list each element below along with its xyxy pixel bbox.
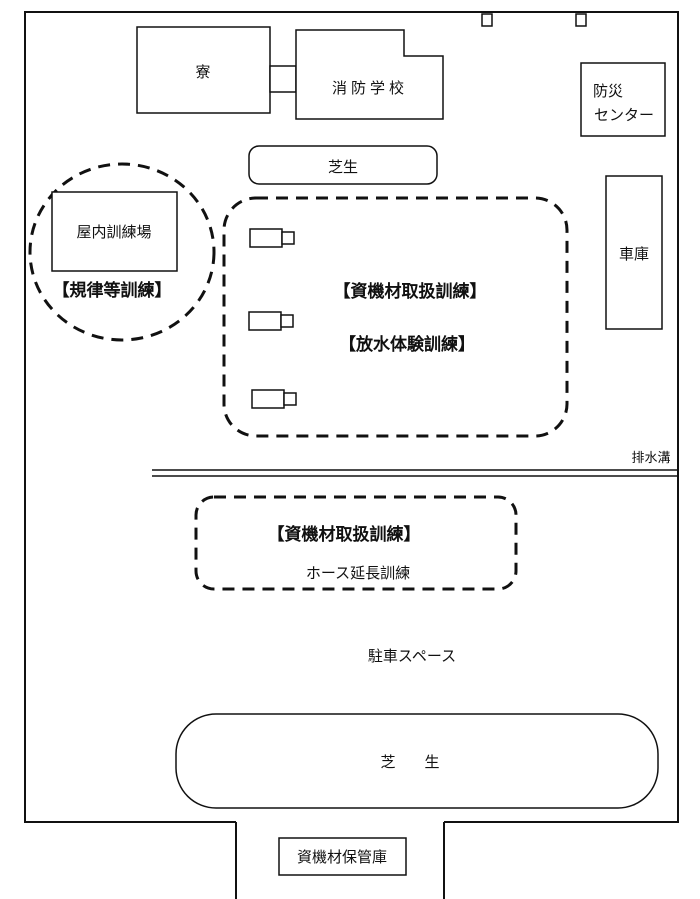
disaster-center-label-1: 防災 — [593, 82, 623, 100]
equipment-handling-label-lower: 【資機材取扱訓練】 — [268, 524, 421, 545]
corner-marker-right — [575, 13, 587, 27]
discipline-training-zone — [28, 162, 216, 342]
hose-extension-label: ホース延長訓練 — [306, 564, 410, 582]
site-boundary — [24, 11, 679, 823]
disaster-center-building — [580, 62, 666, 137]
lower-lawn-label-1: 芝 — [380, 753, 395, 771]
water-discharge-label: 【放水体験訓練】 — [339, 334, 475, 355]
lower-lawn-label-2: 生 — [424, 753, 439, 771]
drainage-ditch-label: 排水溝 — [631, 451, 670, 466]
garage-building — [605, 175, 663, 330]
fire-school-building — [295, 29, 444, 120]
upper-training-zone — [222, 196, 569, 438]
equipment-storage-building — [278, 837, 407, 876]
indoor-training-hall-label: 屋内訓練場 — [76, 223, 151, 241]
connector-corridor — [269, 65, 297, 93]
parking-space-label: 駐車スペース — [368, 647, 456, 665]
nozzle-symbol-3 — [251, 389, 297, 409]
dormitory-label: 寮 — [195, 63, 210, 81]
nozzle-symbol-2 — [248, 311, 294, 331]
dormitory-building — [136, 26, 271, 114]
discipline-training-label: 【規律等訓練】 — [53, 280, 172, 301]
disaster-center-label-2: センター — [594, 106, 654, 124]
lower-lawn — [175, 713, 659, 809]
indoor-training-hall — [51, 191, 178, 272]
equipment-storage-label: 資機材保管庫 — [297, 848, 387, 866]
equipment-handling-label-upper: 【資機材取扱訓練】 — [334, 281, 487, 302]
upper-lawn — [248, 145, 438, 185]
nozzle-symbol-1 — [249, 228, 295, 248]
fire-school-label: 消防学校 — [332, 79, 408, 97]
corner-marker-left — [481, 13, 493, 27]
upper-lawn-label: 芝生 — [328, 158, 358, 176]
lower-training-zone — [194, 495, 518, 591]
garage-label: 車庫 — [619, 245, 649, 263]
